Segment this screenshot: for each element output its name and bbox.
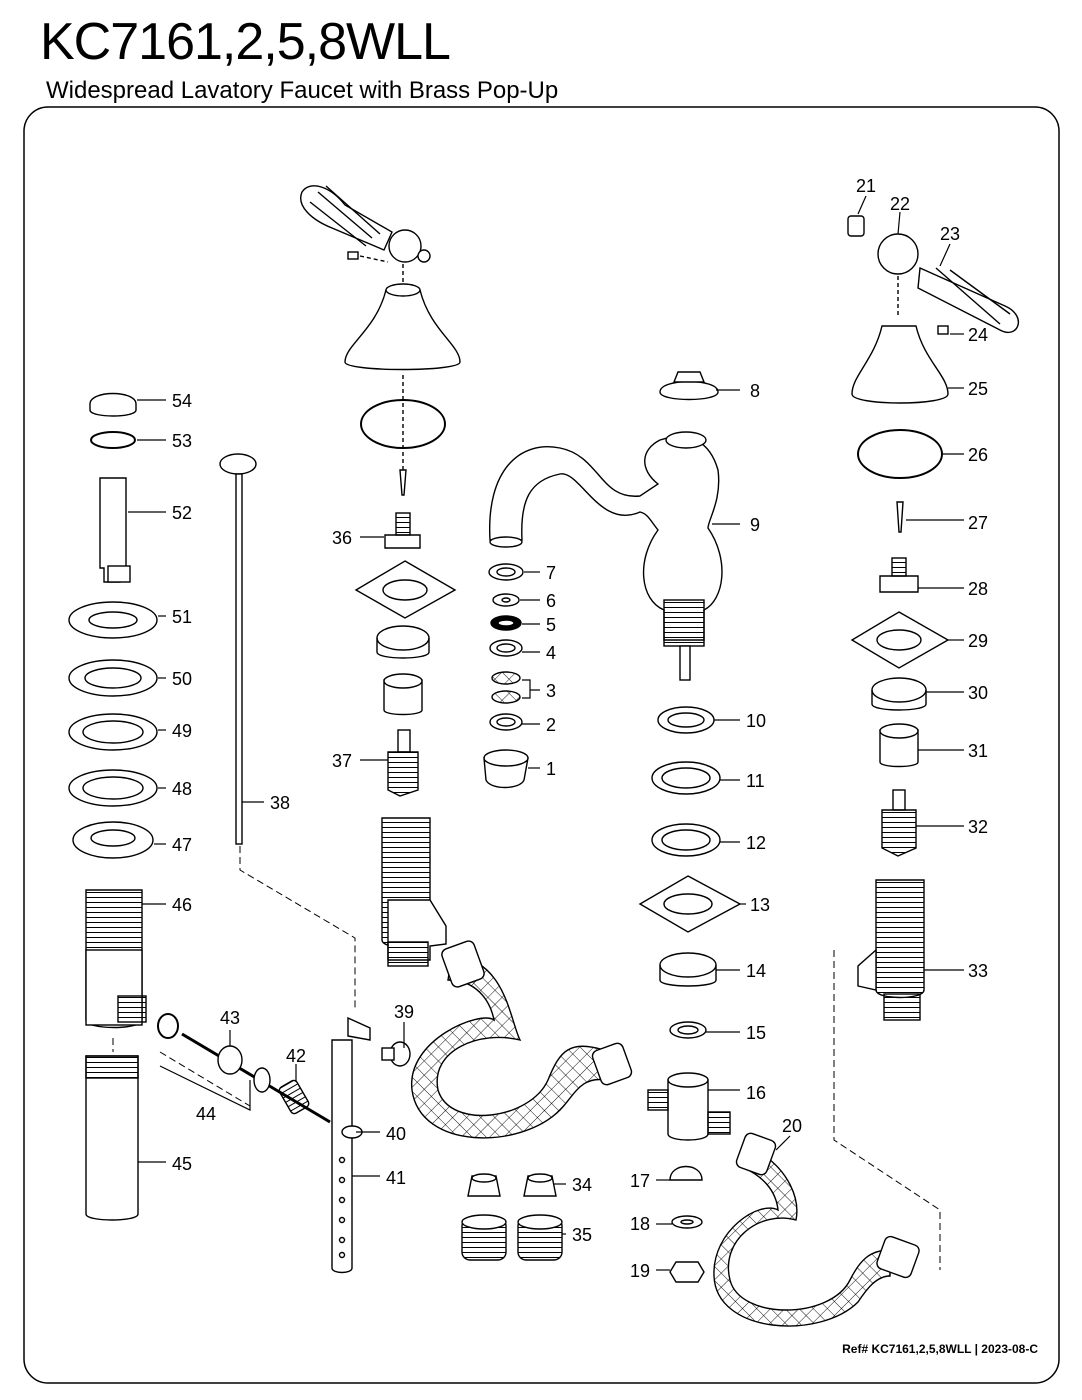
callout-8: 8	[750, 381, 760, 401]
callout-42: 42	[286, 1046, 306, 1066]
callout-17: 17	[630, 1171, 650, 1191]
callout-24: 24	[968, 325, 988, 345]
callout-13: 13	[750, 895, 770, 915]
callout-27: 27	[968, 513, 988, 533]
callout-39: 39	[394, 1002, 414, 1022]
callout-33: 33	[968, 961, 988, 981]
callout-11: 11	[746, 771, 765, 791]
callout-54: 54	[172, 391, 192, 411]
callout-21: 21	[856, 176, 876, 196]
callout-6: 6	[546, 591, 556, 611]
left-escutcheon	[344, 289, 461, 371]
callout-52: 52	[172, 503, 192, 523]
callout-44: 44	[196, 1104, 216, 1124]
callout-34: 34	[572, 1175, 592, 1195]
parts-artwork	[68, 185, 1020, 1327]
callout-5: 5	[546, 615, 556, 635]
diagram-frame	[23, 106, 1060, 1384]
callout-43: 43	[220, 1008, 240, 1028]
page-title: KC7161,2,5,8WLL	[40, 13, 451, 71]
callout-32: 32	[968, 817, 988, 837]
callout-25: 25	[968, 379, 988, 399]
callout-16: 16	[746, 1083, 766, 1103]
callout-37: 37	[332, 751, 352, 771]
callout-3: 3	[546, 681, 556, 701]
callout-28: 28	[968, 579, 988, 599]
callout-36: 36	[332, 528, 352, 548]
callout-14: 14	[746, 961, 766, 981]
tailpiece	[85, 1055, 139, 1221]
right-hose	[713, 1149, 891, 1327]
callout-4: 4	[546, 643, 556, 663]
callout-29: 29	[968, 631, 988, 651]
callout-labels: 54 53 52 51 50 49 48 47 46 45 44 43 42 4…	[172, 176, 988, 1281]
callout-20: 20	[782, 1116, 802, 1136]
callout-23: 23	[940, 224, 960, 244]
spout-body	[489, 435, 723, 641]
callout-46: 46	[172, 895, 192, 915]
callout-18: 18	[630, 1214, 650, 1234]
callout-53: 53	[172, 431, 192, 451]
callout-41: 41	[386, 1168, 406, 1188]
callout-51: 51	[172, 607, 192, 627]
right-escutcheon	[851, 325, 949, 404]
right-handle	[917, 266, 1020, 333]
callout-10: 10	[746, 711, 766, 731]
leader-lines	[128, 195, 964, 1271]
reference-footer: Ref# KC7161,2,5,8WLL | 2023-08-C	[842, 1342, 1038, 1356]
callout-35: 35	[572, 1225, 592, 1245]
callout-7: 7	[546, 563, 556, 583]
left-handle	[300, 185, 431, 263]
callout-26: 26	[968, 445, 988, 465]
callout-45: 45	[172, 1154, 192, 1174]
callout-48: 48	[172, 779, 192, 799]
callout-49: 49	[172, 721, 192, 741]
callout-50: 50	[172, 669, 192, 689]
callout-40: 40	[386, 1124, 406, 1144]
callout-1: 1	[546, 759, 556, 779]
callout-47: 47	[172, 835, 192, 855]
callout-12: 12	[746, 833, 766, 853]
callout-19: 19	[630, 1261, 650, 1281]
clevis-strap	[331, 1039, 353, 1274]
callout-2: 2	[546, 715, 556, 735]
callout-38: 38	[270, 793, 290, 813]
callout-30: 30	[968, 683, 988, 703]
callout-22: 22	[890, 194, 910, 214]
callout-31: 31	[968, 741, 988, 761]
left-hose	[411, 955, 607, 1139]
page-subtitle: Widespread Lavatory Faucet with Brass Po…	[46, 77, 559, 104]
callout-15: 15	[746, 1023, 766, 1043]
callout-9: 9	[750, 515, 760, 535]
